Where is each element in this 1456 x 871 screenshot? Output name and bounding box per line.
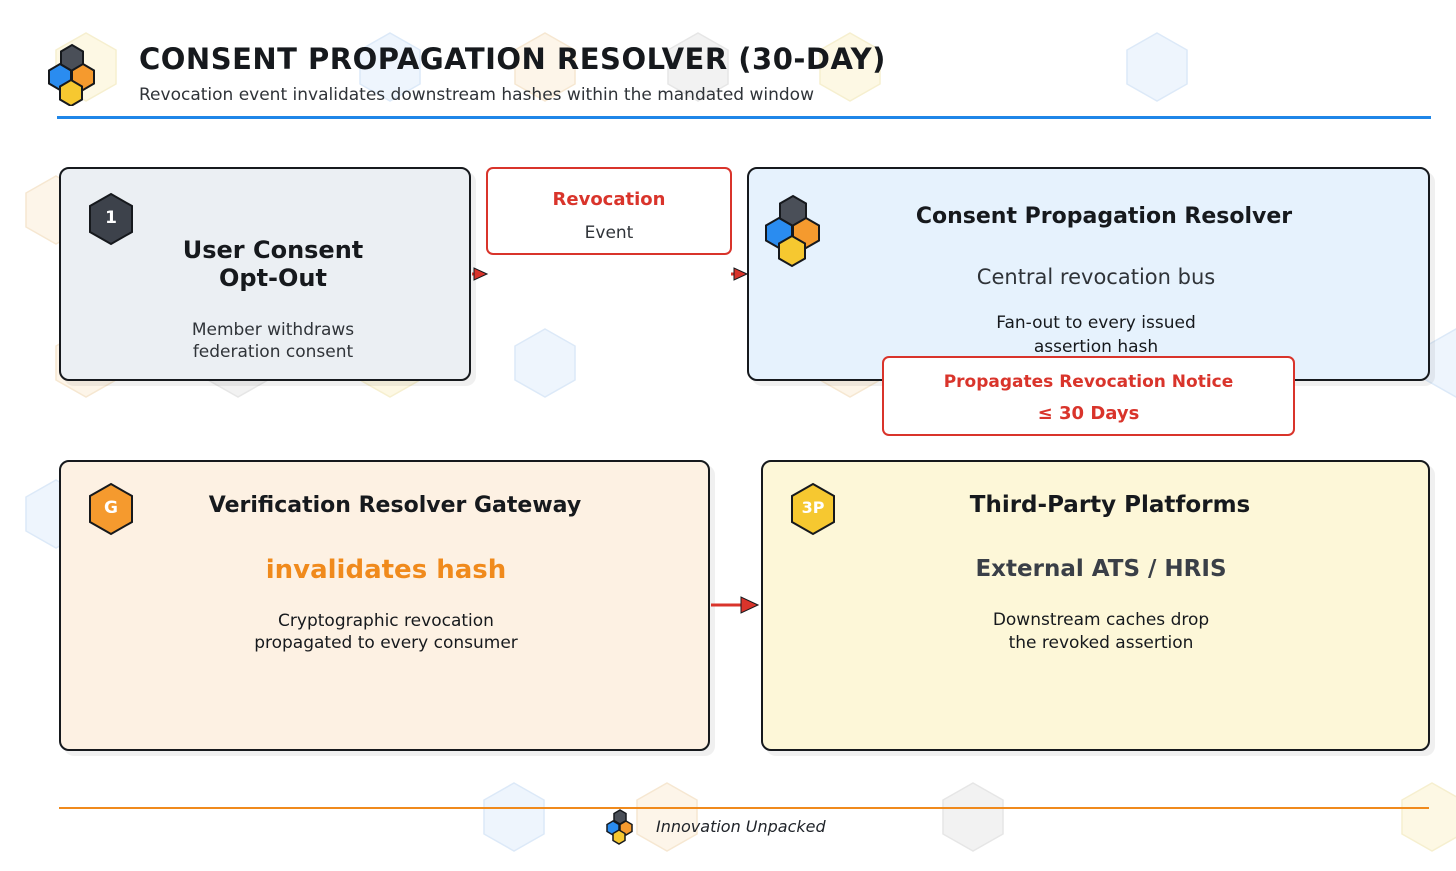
third-party-badge-icon	[791, 482, 835, 536]
edge-label-subtitle: Event	[584, 223, 634, 243]
edge-gateway-to-third-party	[711, 596, 760, 614]
footer-logo-icon	[606, 809, 633, 845]
node-user-consent: 1 User Consent Opt-Out Member withdraws …	[59, 167, 471, 381]
node-subtitle: Central revocation bus	[976, 265, 1216, 289]
node-third-party: 3P Third-Party Platforms External ATS / …	[761, 460, 1430, 751]
node-description: Downstream caches drop	[992, 610, 1210, 630]
node-title-line2: Opt-Out	[219, 264, 327, 292]
step-badge-icon	[89, 192, 133, 246]
node-title: Consent Propagation Resolver	[915, 204, 1293, 229]
edge-label-deadline: ≤ 30 Days	[1037, 403, 1140, 424]
node-title: Third-Party Platforms	[969, 492, 1251, 518]
footer-brand: Innovation Unpacked	[656, 817, 826, 836]
gateway-badge-icon	[89, 482, 133, 536]
edge-label-title: Propagates Revocation Notice	[943, 372, 1234, 392]
node-resolver: Consent Propagation Resolver Central rev…	[747, 167, 1430, 381]
node-description: Fan-out to every issued	[996, 313, 1196, 333]
brand-logo-icon	[48, 43, 95, 106]
edge-opt-out-to-revocation	[472, 267, 489, 281]
node-description: Cryptographic revocation	[278, 611, 494, 631]
resolver-logo-icon	[765, 194, 820, 268]
node-gateway: G Verification Resolver Gateway invalida…	[59, 460, 710, 751]
node-description-line2: assertion hash	[1033, 337, 1159, 357]
edge-label-propagates-notice: Propagates Revocation Notice ≤ 30 Days	[882, 356, 1295, 436]
node-highlight: invalidates hash	[265, 555, 507, 585]
edge-label-revocation-event: Revocation Event	[486, 167, 732, 255]
page-subtitle: Revocation event invalidates downstream …	[139, 85, 814, 105]
step-badge-label: 1	[105, 208, 117, 228]
node-subtitle: External ATS / HRIS	[975, 556, 1227, 582]
edge-label-title: Revocation	[552, 189, 666, 210]
node-title: User Consent	[182, 236, 364, 264]
page-title: CONSENT PROPAGATION RESOLVER (30-DAY)	[139, 42, 886, 76]
node-description-line2: propagated to every consumer	[254, 633, 518, 653]
node-title: Verification Resolver Gateway	[208, 493, 582, 518]
node-description: Member withdraws	[191, 320, 355, 340]
edge-revocation-to-resolver	[731, 267, 749, 281]
footer-divider	[59, 807, 1429, 809]
gateway-badge-label: G	[104, 498, 118, 518]
header-divider	[57, 116, 1431, 119]
node-description-line2: the revoked assertion	[1008, 633, 1194, 653]
third-party-badge-label: 3P	[801, 498, 825, 517]
node-description-line2: federation consent	[192, 342, 354, 362]
